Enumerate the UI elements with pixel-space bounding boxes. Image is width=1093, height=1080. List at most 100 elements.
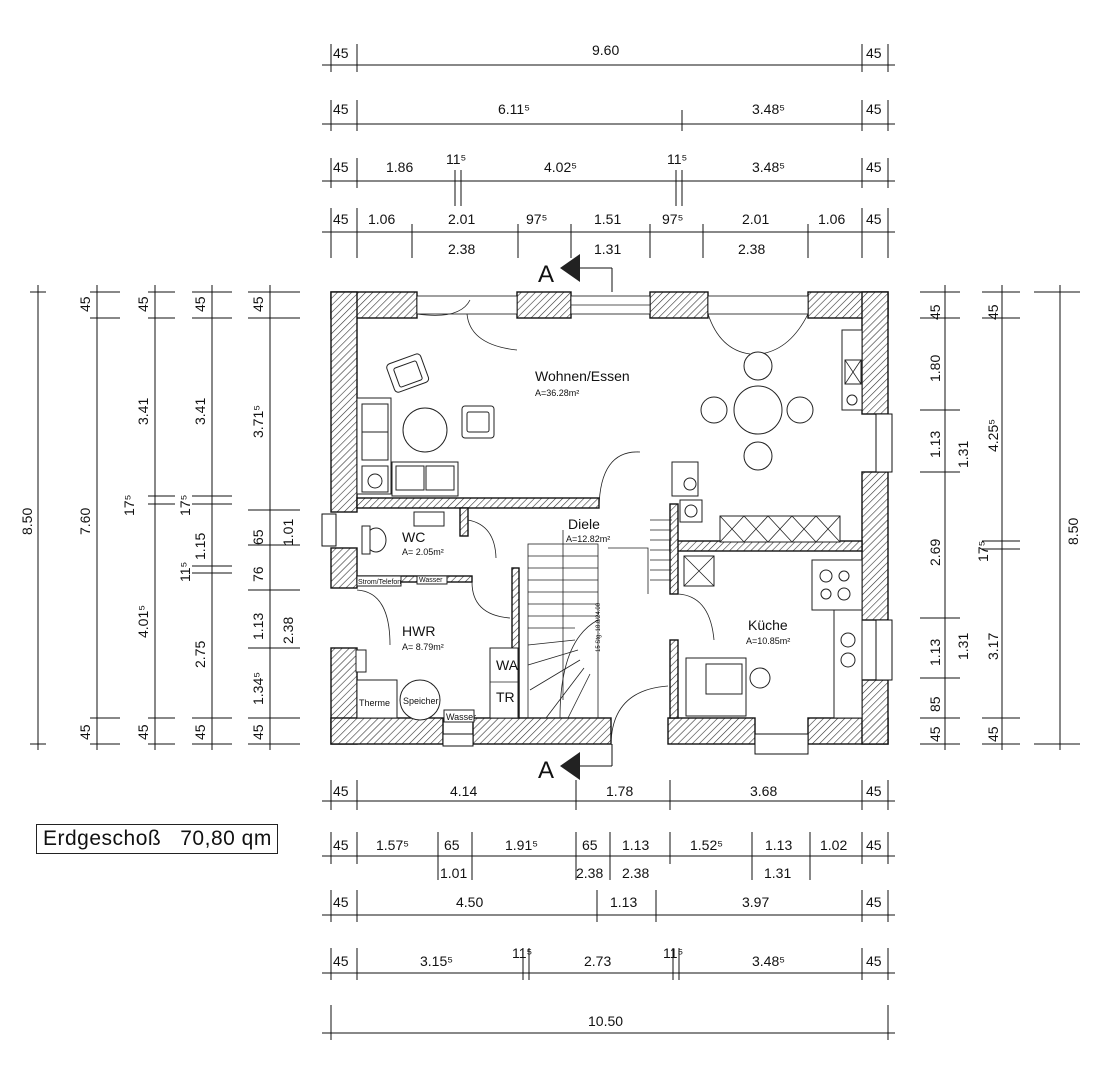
dim-left-c4-g: 45	[250, 724, 266, 740]
dim-top-r4-h: 1.06	[818, 211, 845, 227]
plan-title: Erdgeschoß	[43, 827, 162, 850]
coffee-table	[402, 407, 448, 453]
top-dimension-chains: 45 9.60 45 45 6.11⁵ 3.48⁵ 45 45 1.86 11⁵…	[322, 42, 895, 258]
dim-bot-r2b-c: 2.38	[622, 865, 649, 881]
dim-left-c2-c: 17⁵	[121, 495, 137, 516]
dim-bot-r2-i: 1.02	[820, 837, 847, 853]
dim-bot-r2-c: 65	[444, 837, 460, 853]
dim-top-r4-d: 97⁵	[526, 211, 547, 227]
dim-bot-r1-b: 4.14	[450, 783, 477, 799]
dim-top-r4-a: 45	[333, 211, 349, 227]
label-stair: 15 Stg. 18.8/24.00	[596, 602, 602, 652]
dim-top-r4b-b: 1.31	[594, 241, 621, 257]
dim-left-c4-f: 1.34⁵	[250, 672, 266, 705]
strom-box	[356, 575, 402, 587]
dim-top-r4-i: 45	[866, 211, 882, 227]
dim-right-c1-b: 1.80	[927, 355, 943, 382]
dim-right-c1-a: 45	[927, 304, 943, 320]
dim-top-r2-c: 3.48⁵	[752, 101, 785, 117]
room-name-kueche: Küche	[748, 617, 788, 633]
section-marker-bottom: A	[538, 744, 613, 784]
plan-area: 70,80 qm	[180, 827, 272, 850]
dim-bot-r2-f: 1.13	[622, 837, 649, 853]
dim-bot-total: 10.50	[588, 1013, 623, 1029]
room-area-hwr: A= 8.79m²	[402, 642, 444, 652]
dim-top-r1-a: 45	[333, 45, 349, 61]
chair	[786, 396, 814, 424]
dim-left-c3-f: 2.75	[192, 641, 208, 668]
dim-left-c3-c: 17⁵	[177, 495, 193, 516]
dim-bot-r4-b: 3.15⁵	[420, 953, 453, 969]
label-wasser: Wasser	[446, 712, 476, 722]
dim-top-r3-f: 3.48⁵	[752, 159, 785, 175]
wasser-box	[443, 709, 475, 723]
dim-right-c2-e: 45	[985, 726, 1001, 742]
dim-left-c4-a: 45	[250, 296, 266, 312]
room-labels: Wohnen/Essen A=36.28m² Diele A=12.82m² W…	[358, 368, 790, 722]
dim-bot-r1-d: 3.68	[750, 783, 777, 799]
room-area-wohnen: A=36.28m²	[535, 388, 579, 398]
washer-dryer	[489, 647, 519, 719]
dim-left-c3-a: 45	[192, 296, 208, 312]
dim-bot-r1-e: 45	[866, 783, 882, 799]
dim-left-c3-d: 1.15	[192, 533, 208, 560]
dim-right-c3-b: 3.17	[985, 633, 1001, 660]
room-name-wohnen: Wohnen/Essen	[535, 368, 630, 384]
dim-top-r3-b: 1.86	[386, 159, 413, 175]
dim-left-c2-d: 4.01⁵	[135, 605, 151, 638]
dim-right-total: 8.50	[1065, 518, 1081, 545]
section-label-bottom: A	[538, 757, 554, 784]
dim-bot-r3-c: 1.13	[610, 894, 637, 910]
dim-bot-r2b-b: 2.38	[576, 865, 603, 881]
dim-left-c4-c: 65	[250, 529, 266, 545]
chair	[700, 396, 728, 424]
dim-bot-r2-g: 1.52⁵	[690, 837, 723, 853]
dim-bot-r4-f: 3.48⁵	[752, 953, 785, 969]
dim-bot-r2-b: 1.57⁵	[376, 837, 409, 853]
dim-top-r2-a: 45	[333, 101, 349, 117]
armchair	[386, 353, 430, 393]
dim-top-r3-a: 45	[333, 159, 349, 175]
chair	[749, 667, 771, 689]
section-label-top: A	[538, 261, 554, 288]
wc-basin	[413, 511, 445, 527]
dim-bot-r1-a: 45	[333, 783, 349, 799]
dim-right-c1-d: 2.69	[927, 539, 943, 566]
speicher-tank	[399, 679, 441, 721]
label-therme: Therme	[359, 698, 390, 708]
dim-top-r3-c: 11⁵	[446, 151, 466, 167]
dim-left-total: 8.50	[19, 508, 35, 535]
dim-bot-r2b-a: 1.01	[440, 865, 467, 881]
dim-left-c1-c: 45	[77, 724, 93, 740]
dim-bot-r2b-d: 1.31	[764, 865, 791, 881]
staircase	[527, 519, 672, 719]
dim-top-r2-d: 45	[866, 101, 882, 117]
dim-top-r4-e: 1.51	[594, 211, 621, 227]
furniture	[355, 329, 863, 723]
chair	[743, 351, 773, 381]
label-strom: Strom/Telefon	[358, 579, 401, 586]
room-name-hwr: HWR	[402, 623, 435, 639]
dim-left-c1-a: 45	[77, 296, 93, 312]
dim-bot-r4-e: 11⁵	[663, 945, 683, 961]
right-dimension-chains: 45 1.80 1.13 2.69 1.13 85 45 45 1.31 17⁵…	[920, 285, 1081, 750]
chair	[743, 441, 773, 471]
dim-right-c2-d: 1.31	[955, 633, 971, 660]
bottom-dimension-chains: 45 4.14 1.78 3.68 45 45 1.57⁵ 65 1.91⁵ 6…	[322, 780, 895, 1040]
dim-top-r4b-a: 2.38	[448, 241, 475, 257]
room-name-wc: WC	[402, 529, 425, 545]
walls	[330, 291, 889, 745]
dim-bot-r2-j: 45	[866, 837, 882, 853]
dim-top-r3-d: 4.02⁵	[544, 159, 577, 175]
doors	[356, 299, 809, 745]
dim-bot-r4-a: 45	[333, 953, 349, 969]
plan-title-box: Erdgeschoß 70,80 qm	[36, 824, 278, 854]
dim-right-c1-e: 1.13	[927, 639, 943, 666]
room-area-diele: A=12.82m²	[566, 534, 610, 544]
dim-right-c3-a: 4.25⁵	[985, 419, 1001, 452]
dim-right-c2-a: 45	[985, 304, 1001, 320]
label-wasser-2: Wasser	[419, 577, 443, 584]
dim-bot-r4-d: 2.73	[584, 953, 611, 969]
dim-bot-r2-a: 45	[333, 837, 349, 853]
dim-top-r4-c: 2.01	[448, 211, 475, 227]
